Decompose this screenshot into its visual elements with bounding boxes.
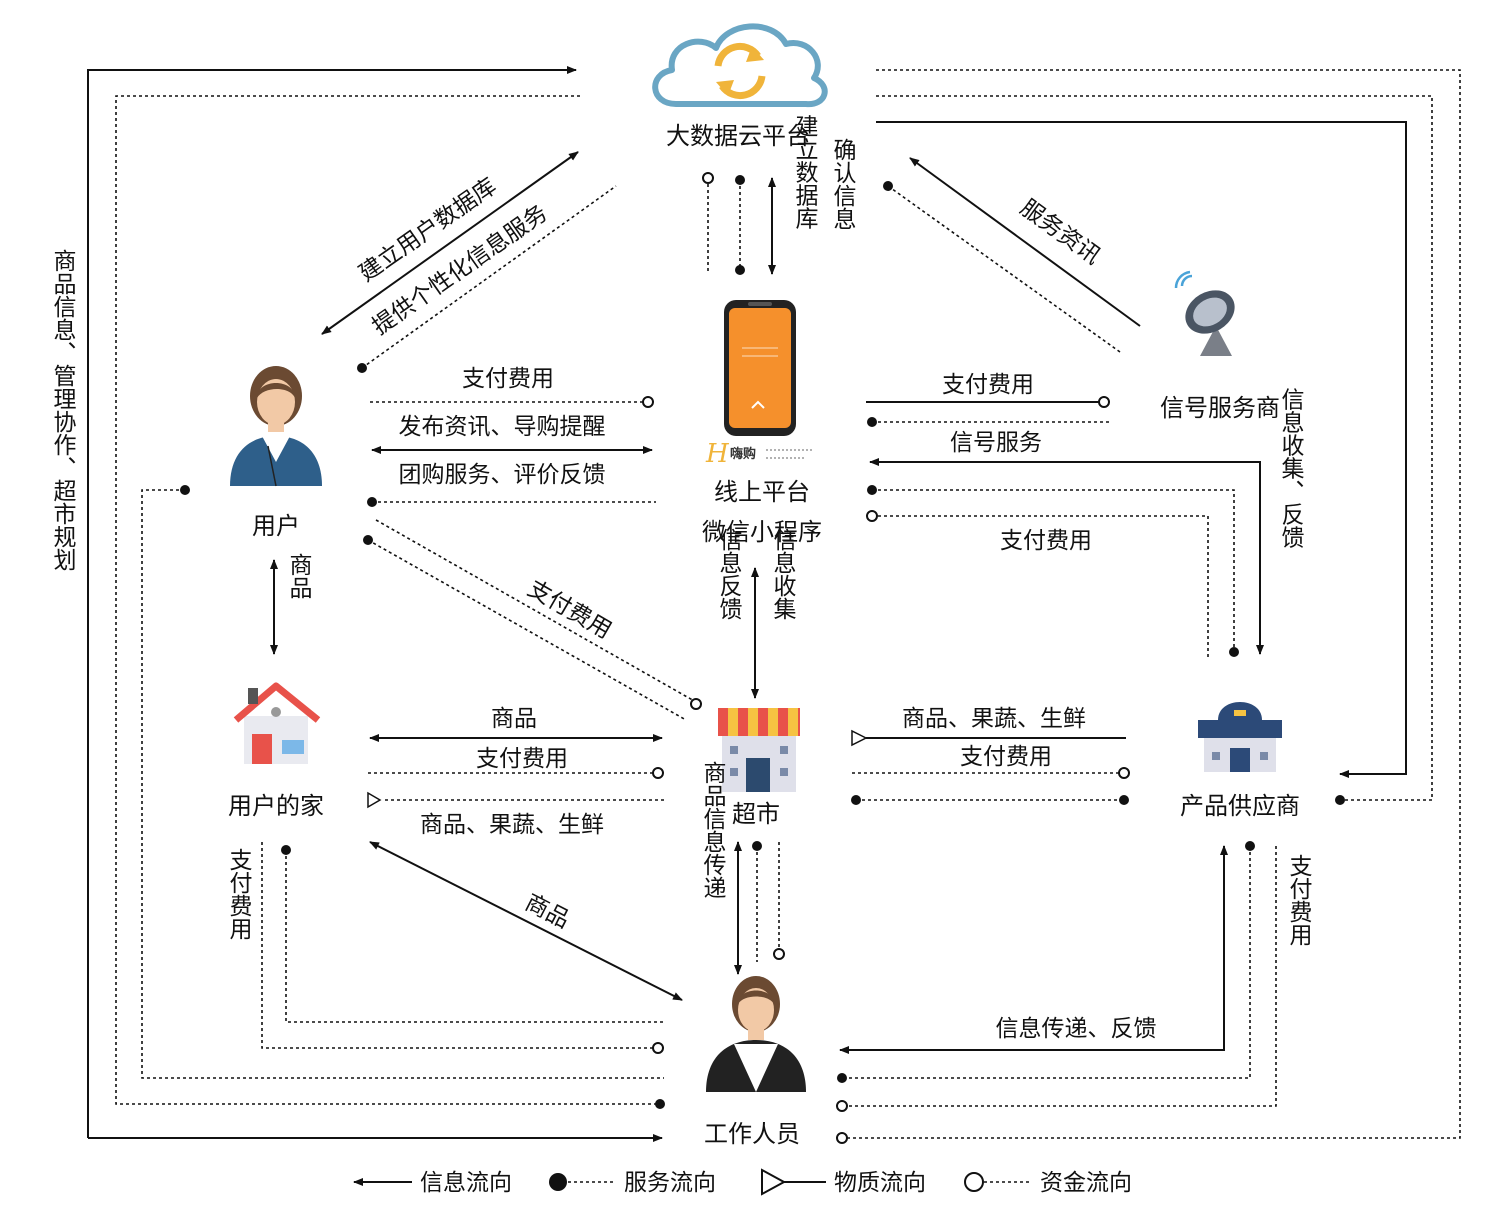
platform-supplier-capital <box>872 515 1209 660</box>
label-pay-supplier-staff: 支付费用 <box>1285 854 1313 946</box>
signal-label: 信号服务商 <box>1160 394 1280 422</box>
outer-info-to-cloud <box>87 66 577 1138</box>
home-staff-goods <box>369 841 683 1001</box>
platform-label-1: 线上平台 <box>714 478 810 506</box>
legend-capital: 资金流向 <box>1040 1170 1132 1196</box>
svg-text:H: H <box>705 439 730 469</box>
legend: 信息流向 服务流向 物质流向 资金流向 <box>353 1168 1132 1196</box>
label-pay-market-supplier: 支付费用 <box>960 744 1052 770</box>
label-pay-supplier-platform: 支付费用 <box>1000 528 1092 554</box>
label-pay-home-staff: 支付费用 <box>225 848 253 940</box>
cloud-label: 大数据云平台 <box>666 122 810 150</box>
cloud-icon <box>652 23 828 108</box>
label-pay-platform-signal: 支付费用 <box>942 372 1034 398</box>
label-publish-news: 发布资讯、导购提醒 <box>399 414 606 440</box>
supplier-staff-info <box>839 845 1228 1054</box>
platform-supplier-service <box>872 489 1235 652</box>
legend-service: 服务流向 <box>624 1170 716 1196</box>
cloud-user-db-arrow <box>321 151 579 335</box>
platform-label-2: 微信小程序 <box>702 518 822 546</box>
staff-label: 工作人员 <box>704 1120 800 1148</box>
supplier-icon <box>1198 702 1282 772</box>
label-pay-home-market: 支付费用 <box>476 746 568 772</box>
legend-material-triangle <box>761 1168 787 1196</box>
supermarket-label: 超市 <box>732 800 780 828</box>
loop-cloud-staff-dotted <box>115 95 660 1105</box>
app-logo: H 嗨购 <box>705 439 812 469</box>
label-info-collect-feedback: 信息收集、反馈 <box>1277 388 1305 549</box>
signal-cloud-arrow <box>909 157 1141 327</box>
supplier-staff-capital <box>842 846 1277 1107</box>
home-staff-service <box>285 850 664 1023</box>
legend-capital-circle <box>964 1172 984 1192</box>
user-icon <box>230 366 322 487</box>
home-staff-pay <box>261 842 658 1049</box>
cloud-supplier-dotted <box>876 95 1433 801</box>
label-signal-service: 信号服务 <box>950 430 1042 456</box>
cloud-user-service-dotted <box>361 185 617 369</box>
label-goods-home-market: 商品 <box>491 706 537 732</box>
house-icon <box>233 682 321 764</box>
home-label: 用户的家 <box>228 792 324 820</box>
satellite-dish-icon <box>1174 270 1235 356</box>
user-label: 用户 <box>252 512 300 540</box>
cloud-staff-capital <box>842 69 1461 1139</box>
legend-info: 信息流向 <box>420 1170 512 1196</box>
label-service-news: 服务资讯 <box>1015 195 1105 270</box>
user-market-pay <box>375 519 697 703</box>
label-info-pass-feedback: 信息传递、反馈 <box>996 1016 1157 1042</box>
label-info-feedback: 信息反馈 <box>715 528 743 620</box>
supermarket-icon <box>718 708 800 792</box>
staff-icon <box>706 976 806 1092</box>
label-build-db: 建立数据库 <box>791 115 819 230</box>
legend-service-dot <box>549 1173 567 1191</box>
label-pay-user-market: 支付费用 <box>523 576 616 645</box>
label-info-collect: 信息收集 <box>769 528 797 620</box>
label-goods-info-pass: 商品信息传递 <box>699 761 727 899</box>
user-market-service <box>367 539 687 721</box>
label-goods-staff-home: 商品 <box>521 890 574 934</box>
cloud-supplier-arrow <box>876 121 1407 778</box>
label-group-buy: 团购服务、评价反馈 <box>399 462 606 488</box>
supplier-staff-service <box>842 846 1251 1079</box>
legend-material: 物质流向 <box>834 1170 926 1196</box>
user-service-to-staff <box>141 489 664 1079</box>
label-left-side: 商品信息、管理协作、超市规划 <box>49 249 77 571</box>
label-confirm-info: 确认信息 <box>829 138 857 230</box>
label-goods-user-home: 商品 <box>285 553 312 599</box>
label-pay-user-platform: 支付费用 <box>462 366 554 392</box>
app-brand-text: 嗨购 <box>730 446 756 462</box>
signal-cloud-dotted <box>887 185 1121 353</box>
supplier-label: 产品供应商 <box>1180 792 1300 820</box>
label-goods-fresh-supplier: 商品、果蔬、生鲜 <box>902 706 1086 732</box>
phone-icon <box>724 300 796 436</box>
label-goods-fresh-home: 商品、果蔬、生鲜 <box>420 812 604 838</box>
